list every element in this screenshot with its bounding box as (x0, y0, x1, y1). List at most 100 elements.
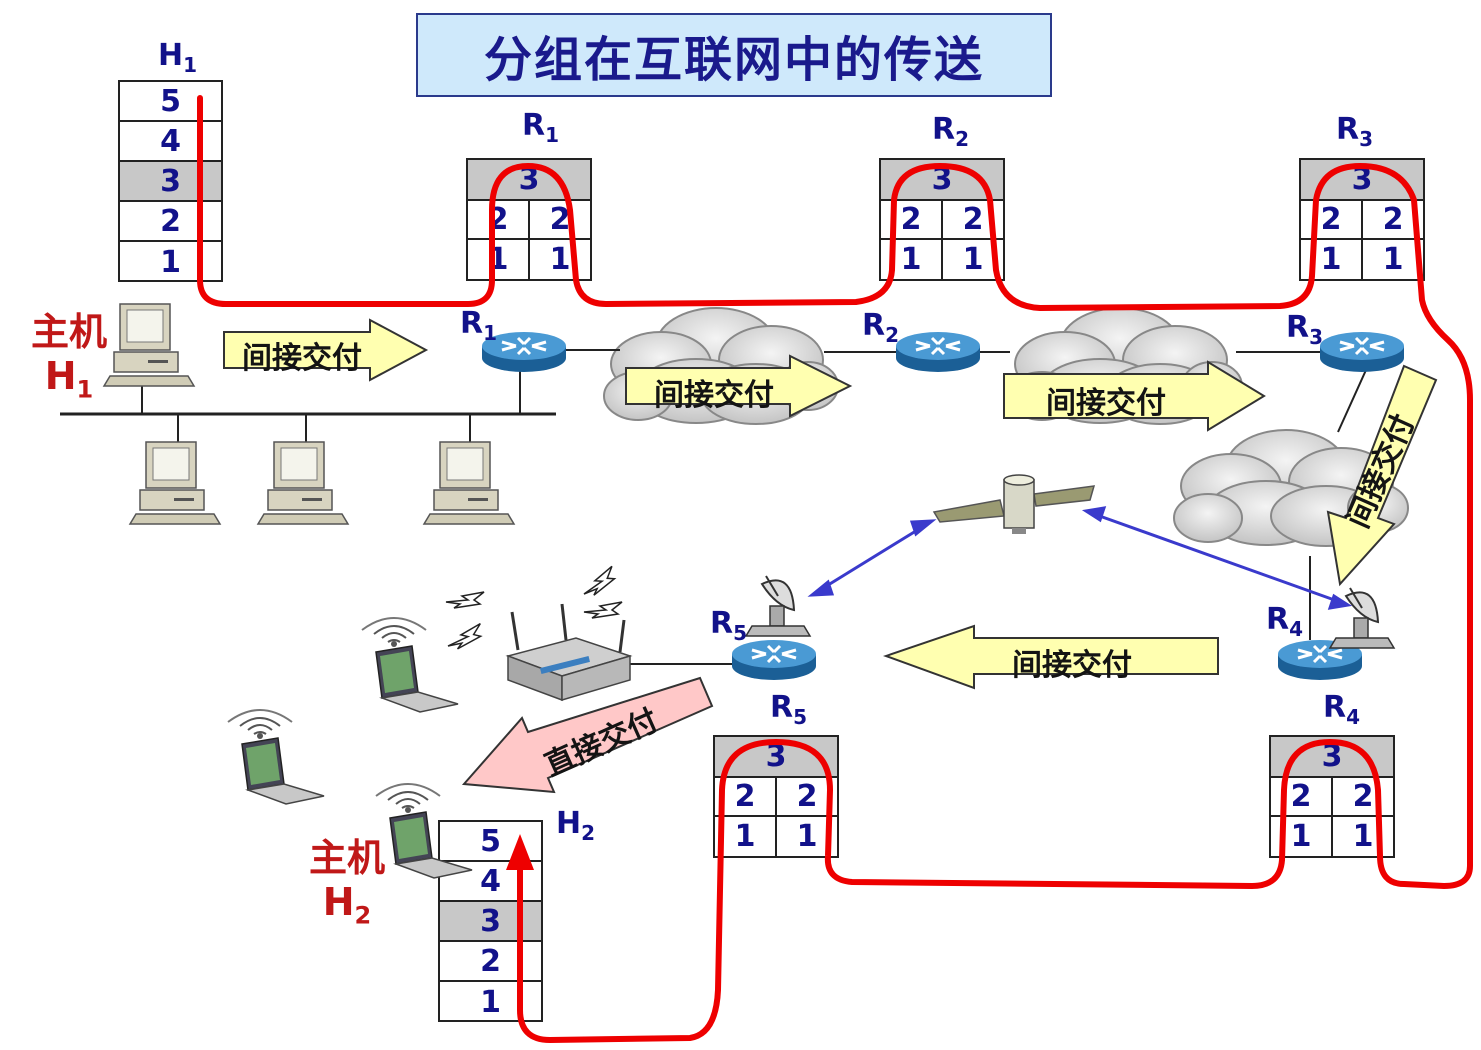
h1-stack-letter: H (158, 38, 184, 73)
host-h2-sub: 2 (354, 901, 372, 930)
r1-stack-letter: R (522, 108, 546, 143)
r2-router-sub: 2 (885, 323, 900, 347)
h2-layer-3: 3 (440, 902, 541, 942)
host-h1-label: 主机 H1 (24, 310, 114, 412)
router-r3-icon (1318, 330, 1406, 374)
packet-path (197, 95, 1473, 1043)
h1-protocol-stack: 5 4 3 2 1 (118, 80, 223, 282)
r3-router-letter: R (1286, 310, 1310, 345)
r1-router-letter: R (460, 306, 484, 341)
h2-layer-2: 2 (440, 942, 541, 982)
lan-computer-3 (423, 441, 515, 525)
r3-layer-1b: 1 (1382, 242, 1404, 277)
h2-stack-letter: H (556, 806, 582, 841)
r5-layer-2a: 2 (715, 778, 777, 815)
r3-layer-1a: 1 (1301, 240, 1363, 279)
satellite-link-left (807, 519, 937, 597)
r3-stack-label: R3 (1336, 112, 1373, 151)
h1-layer-1: 1 (160, 244, 181, 280)
satellite-dish-r5-icon (745, 575, 811, 637)
host-h1-letter: H (44, 354, 77, 398)
r4-layer-1b: 1 (1352, 819, 1374, 854)
r1-layer-2b: 2 (549, 202, 571, 237)
r4-layer-1a: 1 (1271, 817, 1333, 856)
router-r5-icon (730, 638, 818, 682)
r2-stack-sub: 2 (955, 127, 970, 151)
host-h2-letter: H (322, 880, 355, 924)
r2-stack-letter: R (932, 112, 956, 147)
indirect-arrow-3 (1003, 360, 1266, 432)
satellite-dish-r4-icon (1329, 587, 1395, 649)
indirect-delivery-label-2: 间接交付 (654, 378, 774, 413)
r1-router-label: R1 (460, 306, 497, 345)
r5-stack-label: R5 (770, 690, 807, 729)
r3-layer-2b: 2 (1382, 202, 1404, 237)
r1-layer-1b: 1 (549, 242, 571, 277)
h2-layer-1: 1 (480, 984, 501, 1020)
host-h1-name: 主机 (30, 310, 107, 354)
host-h1-computer (103, 303, 195, 387)
packet-path-arrowhead (506, 834, 534, 870)
link-r3-cloud3 (1337, 369, 1367, 433)
r5-router-sub: 5 (733, 621, 748, 645)
page-title: 分组在互联网中的传送 (416, 13, 1052, 97)
r5-stack-sub: 5 (793, 705, 808, 729)
r2-router-label: R2 (862, 308, 899, 347)
h2-layer-4: 4 (440, 862, 541, 902)
r2-layer-1b: 1 (962, 242, 984, 277)
r4-stack-label: R4 (1323, 690, 1360, 729)
host-h1-sub: 1 (76, 375, 94, 404)
r4-layer-2b: 2 (1352, 779, 1374, 814)
h2-layer-5: 5 (440, 822, 541, 862)
wireless-signal-icons (443, 565, 623, 653)
host-h1-id: H1 (24, 354, 114, 412)
lan-computer-2 (257, 441, 349, 525)
satellite-link-right (1081, 506, 1353, 610)
indirect-delivery-label-1: 间接交付 (242, 341, 362, 376)
host-h2-label: 主机 H2 (302, 836, 392, 938)
r2-stack-label: R2 (932, 112, 969, 151)
h1-layer-3: 3 (120, 162, 221, 202)
h1-layer-2: 2 (120, 202, 221, 242)
indirect-arrow-1 (223, 318, 429, 382)
r5-router-letter: R (710, 606, 734, 641)
h2-protocol-stack: 5 4 3 2 1 (438, 820, 543, 1022)
r4-router-sub: 4 (1289, 617, 1304, 641)
r3-stack-sub: 3 (1359, 127, 1374, 151)
r2-layer-2b: 2 (962, 202, 984, 237)
r4-router-letter: R (1266, 602, 1290, 637)
indirect-delivery-label-5: 间接交付 (1012, 648, 1132, 683)
r1-stack-label: R1 (522, 108, 559, 147)
r2-layer-1a: 1 (881, 240, 943, 279)
indirect-arrow-2 (625, 354, 853, 418)
h1-layer-4: 4 (120, 122, 221, 162)
r3-layer-2a: 2 (1301, 201, 1363, 238)
h2-stack-label: H2 (556, 806, 595, 845)
host-h2-id: H2 (302, 880, 392, 938)
wireless-laptop-2-icon (227, 709, 325, 805)
r3-stack-letter: R (1336, 112, 1360, 147)
satellite-icon (932, 474, 1096, 534)
wireless-laptop-1-icon (361, 617, 459, 713)
r2-router-letter: R (862, 308, 886, 343)
r3-router-sub: 3 (1309, 325, 1324, 349)
r4-stack-sub: 4 (1346, 705, 1361, 729)
r5-stack-letter: R (770, 690, 794, 725)
indirect-delivery-label-3: 间接交付 (1046, 386, 1166, 421)
router-r2-icon (894, 330, 982, 374)
r1-router-sub: 1 (483, 321, 498, 345)
h1-stack-sub: 1 (183, 53, 198, 77)
direct-arrow (461, 676, 714, 794)
h1-stack-label: H1 (158, 38, 197, 77)
r5-layer-1a: 1 (715, 817, 777, 856)
indirect-arrow-5 (882, 624, 1219, 690)
